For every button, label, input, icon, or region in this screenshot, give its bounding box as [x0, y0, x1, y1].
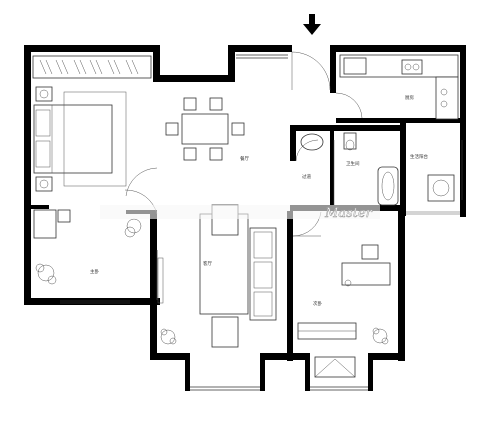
counter-top [339, 54, 459, 78]
dining-chair [183, 97, 197, 111]
room-label-kitchen: 厨房 [405, 94, 414, 101]
second-bedroom: 次卧 [292, 211, 391, 378]
window-seat [314, 356, 356, 378]
room-label-bathroom: 卫生间 [346, 160, 360, 167]
room-label-balcony-kitchen: 生活阳台 [410, 153, 428, 160]
room-label-dining: 餐厅 [240, 155, 249, 162]
room-label-master-bedroom: 主卧 [90, 268, 99, 275]
chair [361, 244, 379, 260]
dining-chair [209, 97, 223, 111]
nightstand-top [35, 86, 53, 102]
watermark: Master [100, 205, 380, 221]
kitchen-balcony: 生活阳台 [406, 153, 460, 215]
washing-machine [427, 174, 455, 202]
dining-chair [165, 122, 179, 136]
room-label-second-bedroom: 次卧 [313, 300, 322, 307]
desk [33, 209, 57, 239]
room-label-corridor: 过道 [302, 173, 311, 180]
washbasin [300, 133, 324, 151]
stove-icon [440, 88, 448, 108]
dining-chair [183, 147, 197, 161]
plant-icon [35, 263, 57, 285]
sofa [249, 227, 277, 321]
dining-table [181, 113, 229, 145]
kitchen: 厨房 [335, 54, 459, 120]
bathtub [377, 166, 399, 206]
counter-side [435, 76, 459, 120]
desk-chair [57, 209, 71, 223]
watermark-text: Master [324, 206, 373, 221]
sink [401, 59, 423, 75]
plant-icon [160, 328, 177, 345]
armchair-bottom [211, 316, 239, 348]
nightstand-bottom [35, 176, 53, 192]
bed [33, 104, 113, 174]
dining-chair [209, 147, 223, 161]
windows [60, 54, 463, 391]
fridge [343, 57, 367, 75]
wardrobe-hatch [39, 59, 139, 75]
room-label-living: 客厅 [203, 260, 212, 267]
wardrobe [32, 55, 152, 79]
bathroom: 卫生间 [295, 132, 399, 206]
dining-area: 餐厅 [165, 51, 331, 162]
plant-icon [372, 327, 389, 345]
dining-chair [231, 122, 245, 136]
master-bedroom: 主卧 [32, 55, 158, 285]
desk [341, 262, 391, 286]
entrance-arrow-icon [303, 14, 321, 35]
toilet [343, 132, 357, 150]
